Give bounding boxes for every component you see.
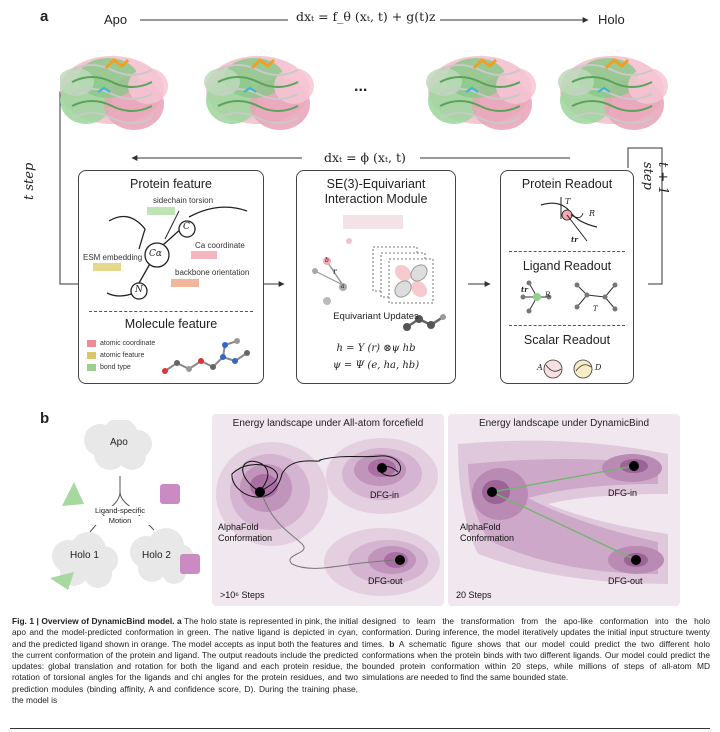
r-label: r: [333, 267, 337, 276]
equivariant-updates-label: Equivariant Updates: [333, 311, 419, 322]
right-alphafold-2: Conformation: [460, 533, 515, 543]
protein-readout-graphic: [540, 197, 598, 242]
protein-molecule-divider: [89, 311, 253, 312]
forcefield-contours: [216, 438, 440, 596]
interaction-graphic: [312, 215, 446, 331]
scalar-readout-title: Scalar Readout: [523, 333, 611, 347]
schematic-graphic: [50, 420, 200, 590]
legend-label: bond type: [100, 364, 131, 371]
caption-b: b: [389, 638, 395, 649]
molecule-legend: atomic coordinate atomic feature bond type: [87, 338, 155, 374]
ligand-t-label: T: [593, 305, 598, 313]
right-alphafold-1: AlphaFold: [460, 522, 501, 532]
protein-structure: [558, 56, 668, 130]
caption-right: designed to learn the transformation fro…: [362, 616, 710, 684]
protein-structures: [60, 56, 668, 130]
protein-feature-graph: [93, 206, 248, 300]
a-node-label: a: [341, 283, 345, 290]
c-node-label: C: [183, 222, 190, 232]
protein-feature-box: Protein feature sidechain torsion ESM em…: [78, 170, 264, 384]
scalar-a-label: A: [537, 363, 543, 372]
holo-label: Holo: [598, 12, 625, 27]
ligand-tr-label: tr: [521, 285, 528, 294]
protein-readout-title: Protein Readout: [521, 177, 613, 191]
n-node-label: N: [135, 285, 143, 295]
protein-ligand-divider: [509, 251, 625, 252]
caption-title: Overview of DynamicBind model.: [41, 616, 175, 626]
b-node-label: b: [325, 257, 329, 264]
legend-label: atomic feature: [100, 352, 145, 359]
t-step-label: t step: [22, 162, 37, 200]
interaction-title-line2: Interaction Module: [324, 192, 428, 206]
equation-psi: ψ = Ψ (e, ha, hb): [332, 360, 420, 371]
holo2-label: Holo 2: [142, 550, 171, 561]
protein-tr-label: tr: [571, 235, 578, 244]
readout-box: Protein Readout T R tr Ligand Readout: [500, 170, 634, 384]
sde-equation: dxₜ = f_θ (xₜ, t) + g(t)z: [296, 9, 436, 24]
right-loop-arrow: [627, 147, 663, 285]
esm-label: ESM embedding: [83, 253, 143, 262]
legend-swatch: [87, 363, 96, 371]
ca-coord-label: Ca coordinate: [195, 241, 245, 250]
legend-swatch: [87, 339, 96, 347]
panel-a-letter: a: [40, 8, 49, 25]
scalar-readout-graphic: [543, 359, 593, 379]
caption-a: a: [177, 616, 182, 626]
caption-left-text: The holo state is represented in pink, t…: [12, 616, 359, 706]
left-dfg-out: DFG-out: [368, 576, 403, 586]
backbone-label: backbone orientation: [175, 268, 250, 277]
motion-label-line2: Motion: [88, 516, 152, 525]
sidechain-label: sidechain torsion: [153, 196, 214, 205]
ca-node-label: Cα: [149, 249, 162, 259]
caption-right-text-1: designed to learn the transformation fro…: [362, 616, 710, 649]
right-dfg-out: DFG-out: [608, 576, 643, 586]
caption-left: Fig. 1 | Overview of DynamicBind model. …: [12, 616, 358, 706]
molecule-graphic: [162, 338, 250, 374]
caption-bottom-rule: [10, 728, 710, 729]
forcefield-landscape: Energy landscape under All-atom forcefie…: [212, 414, 444, 606]
schematic-apo: Apo: [110, 437, 128, 448]
legend-label: atomic coordinate: [100, 340, 156, 347]
molecule-legend-item: atomic coordinate: [87, 338, 155, 350]
ligand-readout-graphic: [520, 280, 618, 314]
equation-h: h = Y (r) ⊗ψ hb: [336, 343, 416, 354]
ode-equation: dxₜ = ϕ (xₜ, t): [320, 150, 410, 165]
protein-r-label: R: [589, 209, 596, 218]
panel-b-letter: b: [40, 410, 50, 427]
ligand-readout-title: Ligand Readout: [522, 259, 612, 273]
left-alphafold-1: AlphaFold: [218, 522, 259, 532]
dynamicbind-title: Energy landscape under DynamicBind: [478, 418, 650, 429]
ligand-r-label: R: [545, 291, 551, 299]
ligand-scalar-divider: [509, 325, 625, 326]
molecule-legend-item: bond type: [87, 362, 155, 374]
molecule-feature-title: Molecule feature: [124, 317, 218, 331]
scalar-d-label: D: [595, 363, 602, 372]
motion-label-line1: Ligand-specific: [88, 506, 152, 515]
t-plus-step-label: t + 1 step: [640, 162, 670, 195]
protein-structure: [204, 56, 314, 130]
holo1-label: Holo 1: [70, 550, 99, 561]
caption-right-text-2: A schematic figure shows that our model …: [362, 638, 710, 683]
dynamicbind-contours: [458, 440, 668, 584]
right-dfg-in: DFG-in: [608, 488, 637, 498]
protein-t-label: T: [565, 197, 571, 206]
legend-swatch: [87, 351, 96, 359]
left-steps: >10⁶ Steps: [220, 590, 265, 600]
interaction-module-box: SE(3)-Equivariant Interaction Module: [296, 170, 456, 384]
caption-fig: Fig. 1 |: [12, 616, 39, 626]
ellipsis: ...: [354, 78, 368, 95]
apo-label: Apo: [104, 12, 128, 27]
molecule-legend-item: atomic feature: [87, 350, 155, 362]
protein-structure: [426, 56, 536, 130]
protein-feature-title: Protein feature: [130, 177, 212, 191]
interaction-title-line1: SE(3)-Equivariant: [326, 177, 426, 191]
right-steps: 20 Steps: [456, 590, 492, 600]
left-dfg-in: DFG-in: [370, 490, 399, 500]
protein-structure: [60, 56, 168, 130]
dynamicbind-landscape: Energy landscape under DynamicBind DFG-i…: [448, 414, 680, 606]
forcefield-title: Energy landscape under All-atom forcefie…: [232, 418, 424, 429]
left-alphafold-2: Conformation: [218, 533, 273, 543]
